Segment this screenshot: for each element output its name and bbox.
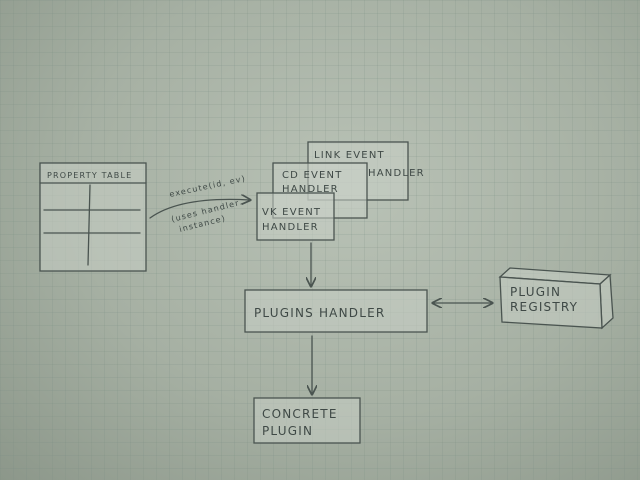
property-table: PROPERTY TABLE (39, 162, 147, 272)
link-event-handler-label: LINK EVENT (314, 150, 385, 161)
property-table-frame (39, 162, 147, 272)
vk-event-handler: VK EVENT HANDLER (256, 192, 335, 241)
vk-event-handler-label: VK EVENT (262, 207, 321, 218)
event-call-label: execute(id, ev) (169, 174, 247, 199)
plugin-registry-label: REGISTRY (510, 300, 578, 314)
cd-event-handler-label: CD EVENT (282, 170, 343, 181)
concrete-plugin-label: PLUGIN (262, 424, 313, 438)
cd-event-handler-label: HANDLER (282, 184, 339, 195)
concrete-plugin-label: CONCRETE (262, 407, 338, 421)
plugin-registry-front-face (499, 276, 603, 329)
link-event-handler-label: HANDLER (368, 168, 425, 179)
property-table-title: PROPERTY TABLE (47, 171, 132, 180)
concrete-plugin-box (253, 397, 361, 444)
event-call-arrow (149, 199, 250, 219)
vk-event-handler-label: HANDLER (262, 222, 319, 233)
event-call: execute(id, ev) (uses handler instance) (149, 174, 250, 234)
plugins-handler: PLUGINS HANDLER (244, 289, 428, 333)
plugins-handler-box (244, 289, 428, 333)
concrete-plugin: CONCRETE PLUGIN (253, 397, 361, 444)
property-table-column-line (87, 184, 91, 266)
plugin-registry: PLUGIN REGISTRY (498, 267, 614, 330)
plugins-handler-label: PLUGINS HANDLER (254, 306, 385, 320)
plugin-registry-label: PLUGIN (510, 285, 561, 299)
vk-event-handler-box (256, 192, 335, 241)
